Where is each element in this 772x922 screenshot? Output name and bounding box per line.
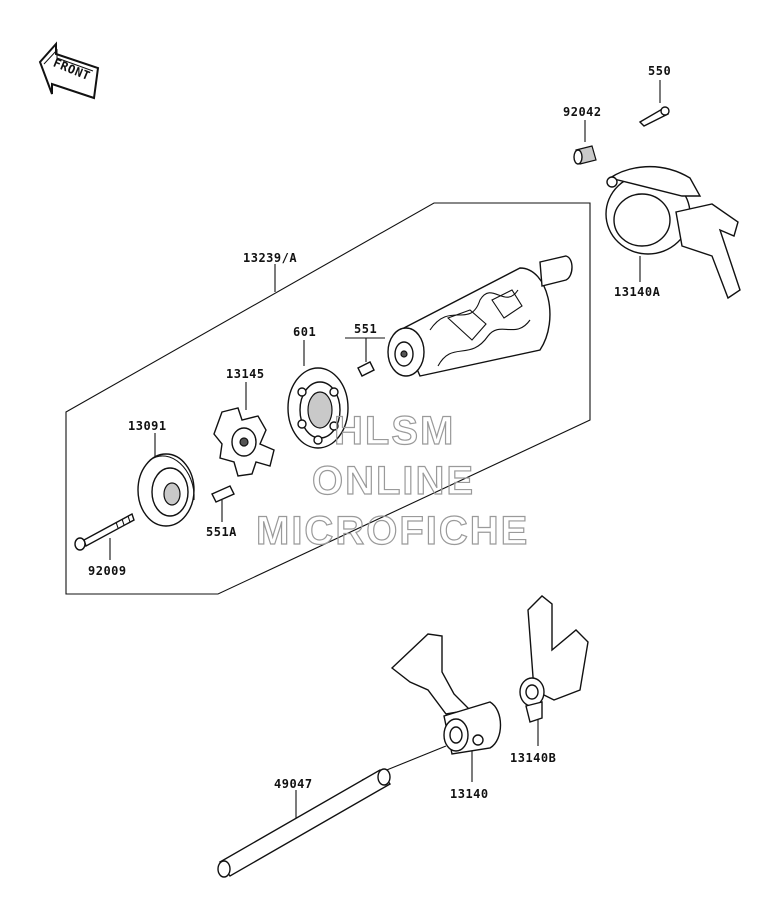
watermark: HLSM ONLINE MICROFICHE: [255, 408, 529, 553]
label-550: 550: [648, 64, 671, 78]
pin-551: [357, 361, 375, 377]
label-13140: 13140: [450, 787, 489, 801]
label-13239a: 13239/A: [243, 251, 297, 265]
assembly-outline: [65, 202, 591, 595]
shift-rod-49047: [217, 768, 392, 878]
shift-drum-segment-13145: [213, 407, 275, 477]
plate-13091: [137, 453, 195, 527]
shift-fork-13140a: [605, 166, 741, 300]
label-13140a: 13140A: [614, 285, 661, 299]
pin-551a: [211, 485, 235, 503]
watermark-line-1: HLSM: [334, 409, 455, 453]
cotter-pin-550: [638, 106, 670, 127]
label-92042: 92042: [563, 105, 602, 119]
leader-lines: [109, 80, 661, 818]
shift-fork-13140b: [519, 595, 589, 723]
front-arrow-icon: FRONT: [38, 41, 100, 100]
label-13140b: 13140B: [510, 751, 556, 765]
bearing-601: [287, 367, 349, 449]
label-49047: 49047: [274, 777, 313, 791]
label-13145: 13145: [226, 367, 265, 381]
watermark-line-3: MICROFICHE: [256, 509, 529, 553]
roller-92042: [573, 145, 597, 165]
screw-92009: [74, 512, 135, 551]
label-551a: 551A: [206, 525, 237, 539]
shift-fork-13140: [390, 633, 502, 755]
watermark-line-2: ONLINE: [312, 459, 475, 503]
label-551: 551: [354, 322, 377, 336]
label-13091: 13091: [128, 419, 167, 433]
label-92009: 92009: [88, 564, 127, 578]
label-601: 601: [293, 325, 316, 339]
shift-drum-13239a: [387, 255, 573, 377]
